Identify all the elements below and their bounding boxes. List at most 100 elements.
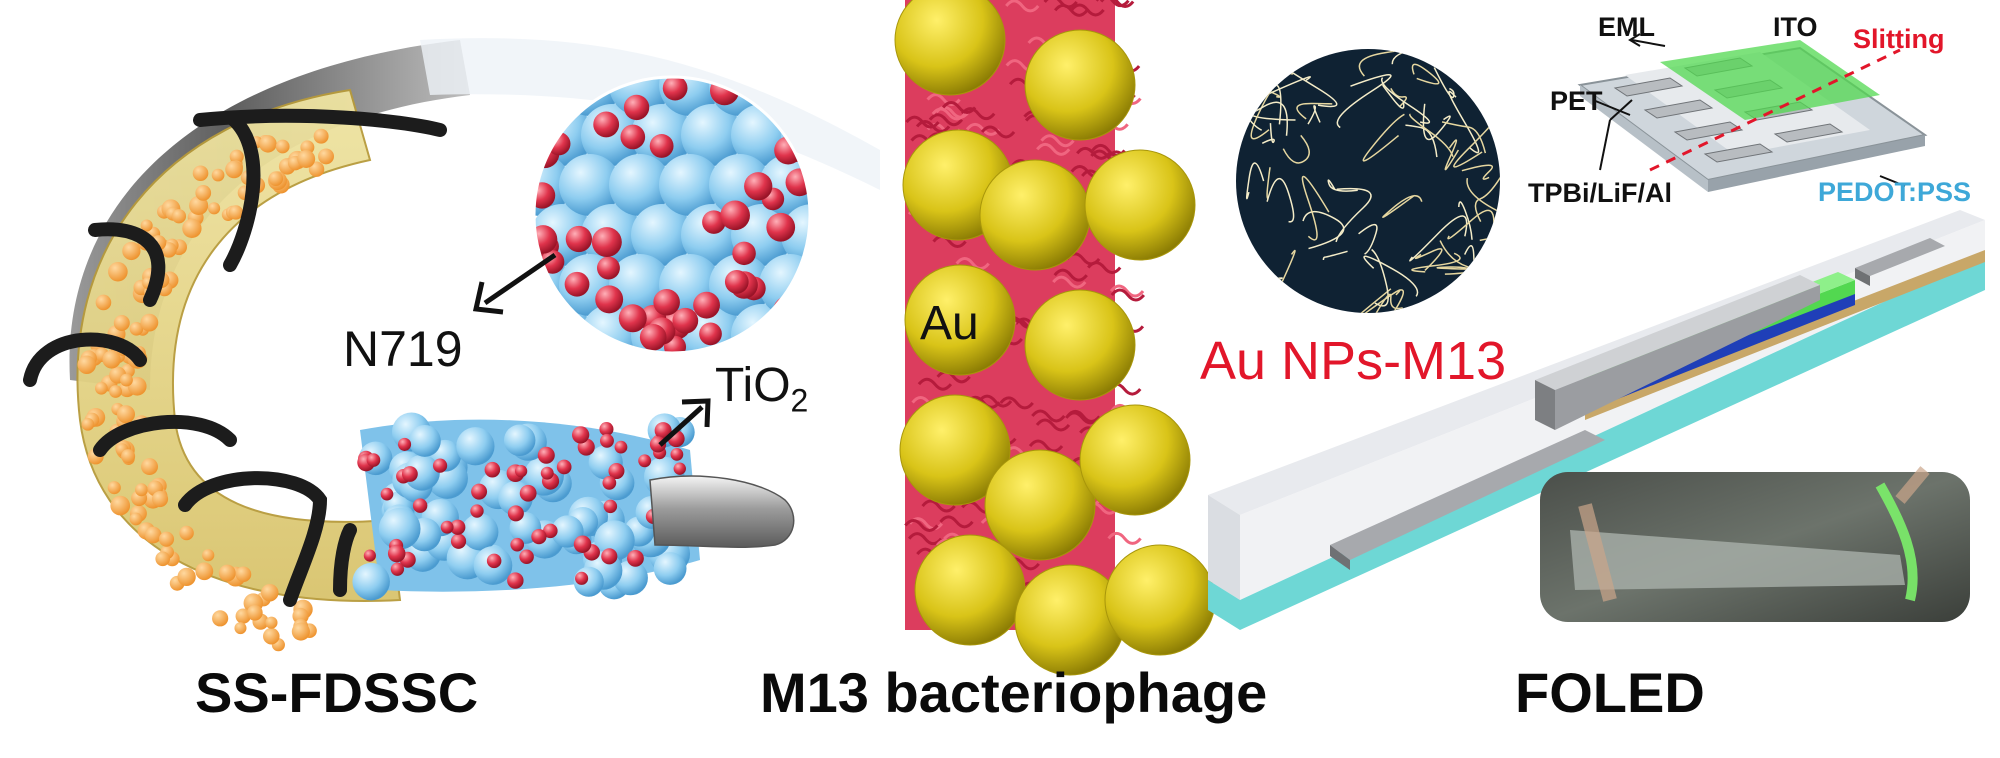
capsid-protein	[961, 107, 996, 121]
orange-particle	[134, 483, 148, 497]
dye-sphere	[649, 134, 674, 158]
orange-particle	[140, 313, 159, 332]
nanowire	[1358, 223, 1378, 255]
capsid-protein	[955, 257, 990, 271]
orange-particle	[129, 512, 143, 526]
foled-panel	[1208, 33, 1985, 630]
orange-particle	[120, 373, 133, 387]
orange-particle	[313, 128, 329, 144]
capsid-protein	[1053, 268, 1088, 282]
dye-sphere	[534, 225, 558, 254]
nanowire	[1307, 105, 1321, 125]
orange-particle	[192, 165, 209, 182]
tio2-particle	[461, 513, 499, 551]
nanowire	[1441, 121, 1487, 154]
dye-sphere	[724, 269, 749, 294]
label-au-nps-m13: Au NPs-M13	[1200, 331, 1507, 391]
dye-molecule	[608, 463, 625, 480]
capsid-protein	[1036, 142, 1071, 156]
orange-particle	[109, 385, 122, 398]
dye-molecule	[537, 446, 555, 464]
orange-particle	[177, 567, 196, 587]
capsid-protein	[1110, 288, 1145, 302]
dye-molecule	[614, 440, 628, 454]
orange-particle	[275, 139, 290, 154]
nanowire	[1378, 289, 1411, 313]
orange-particle	[129, 322, 144, 336]
au-sphere	[1024, 29, 1136, 141]
nanowire	[1458, 201, 1473, 240]
electrode-pad	[1673, 121, 1744, 141]
nanowire	[1358, 49, 1413, 77]
label-tio2-main: TiO	[715, 359, 791, 412]
nanowire	[1236, 277, 1283, 305]
orange-particle	[202, 549, 215, 562]
nanowire	[1362, 113, 1405, 162]
au-sphere	[1024, 289, 1136, 401]
dye-molecule	[602, 476, 617, 490]
label-n719: N719	[343, 321, 463, 377]
ssfdssc-panel	[23, 38, 880, 652]
orange-particle	[108, 261, 128, 282]
dye-sphere	[620, 124, 646, 150]
tio2-particle	[352, 562, 390, 601]
orange-particle	[121, 449, 136, 464]
tio2-sphere	[631, 204, 693, 266]
dye-molecule	[531, 528, 547, 545]
au-sphere	[1079, 404, 1191, 516]
orange-particle	[102, 350, 121, 369]
caption-foled: FOLED	[1515, 661, 1705, 724]
dye-sphere	[672, 307, 699, 334]
au-sphere	[984, 449, 1096, 561]
dye-molecule	[654, 422, 672, 440]
capsid-protein	[935, 105, 970, 119]
dye-molecule	[519, 484, 537, 502]
orange-particle	[171, 209, 187, 224]
nanowire	[1282, 134, 1310, 164]
orange-particle	[182, 218, 202, 239]
dye-sphere	[540, 250, 565, 274]
dye-molecule	[450, 519, 466, 535]
steel-wire	[649, 475, 795, 548]
tio2-particle	[653, 552, 687, 585]
dye-molecule	[507, 572, 524, 589]
nanowire	[1453, 49, 1482, 71]
tio2-sphere	[781, 204, 810, 266]
orange-particle	[195, 562, 214, 581]
dye-sphere	[591, 227, 622, 258]
dye-molecule	[543, 523, 558, 539]
orange-particle	[212, 610, 229, 627]
orange-particle	[211, 168, 225, 182]
label-tio2-sub: 2	[790, 382, 809, 419]
dye-molecule	[387, 544, 406, 563]
nanowire	[1448, 90, 1480, 154]
dye-sphere	[593, 111, 620, 138]
orange-particle	[234, 622, 247, 635]
orange-particle	[141, 458, 158, 476]
capsid-protein	[1028, 439, 1064, 453]
caption-ssfdssc: SS-FDSSC	[195, 661, 479, 724]
nanowire	[1261, 123, 1275, 144]
dye-sphere	[773, 295, 803, 325]
electrode-block-front	[1535, 380, 1555, 430]
nanowire	[1335, 187, 1372, 243]
orange-particle	[260, 583, 279, 602]
dye-molecule	[484, 461, 501, 478]
orange-particle	[259, 135, 277, 153]
capsid-protein	[999, 396, 1034, 410]
dye-sphere	[720, 200, 750, 231]
tio2-sphere	[681, 104, 743, 166]
dye-sphere	[772, 327, 796, 351]
label-cathode: TPBi/LiF/Al	[1528, 178, 1672, 208]
dye-molecule	[486, 553, 502, 569]
nanowire	[1381, 77, 1431, 124]
orange-particle	[158, 531, 175, 547]
dye-molecule	[540, 466, 554, 480]
tio2-particle	[503, 424, 536, 457]
nanowire	[1414, 248, 1443, 271]
au-sphere	[894, 0, 1006, 96]
orange-particle	[94, 381, 108, 395]
tio2-sphere	[609, 77, 671, 116]
tio2-sphere	[659, 77, 721, 116]
dye-molecule	[571, 426, 590, 444]
